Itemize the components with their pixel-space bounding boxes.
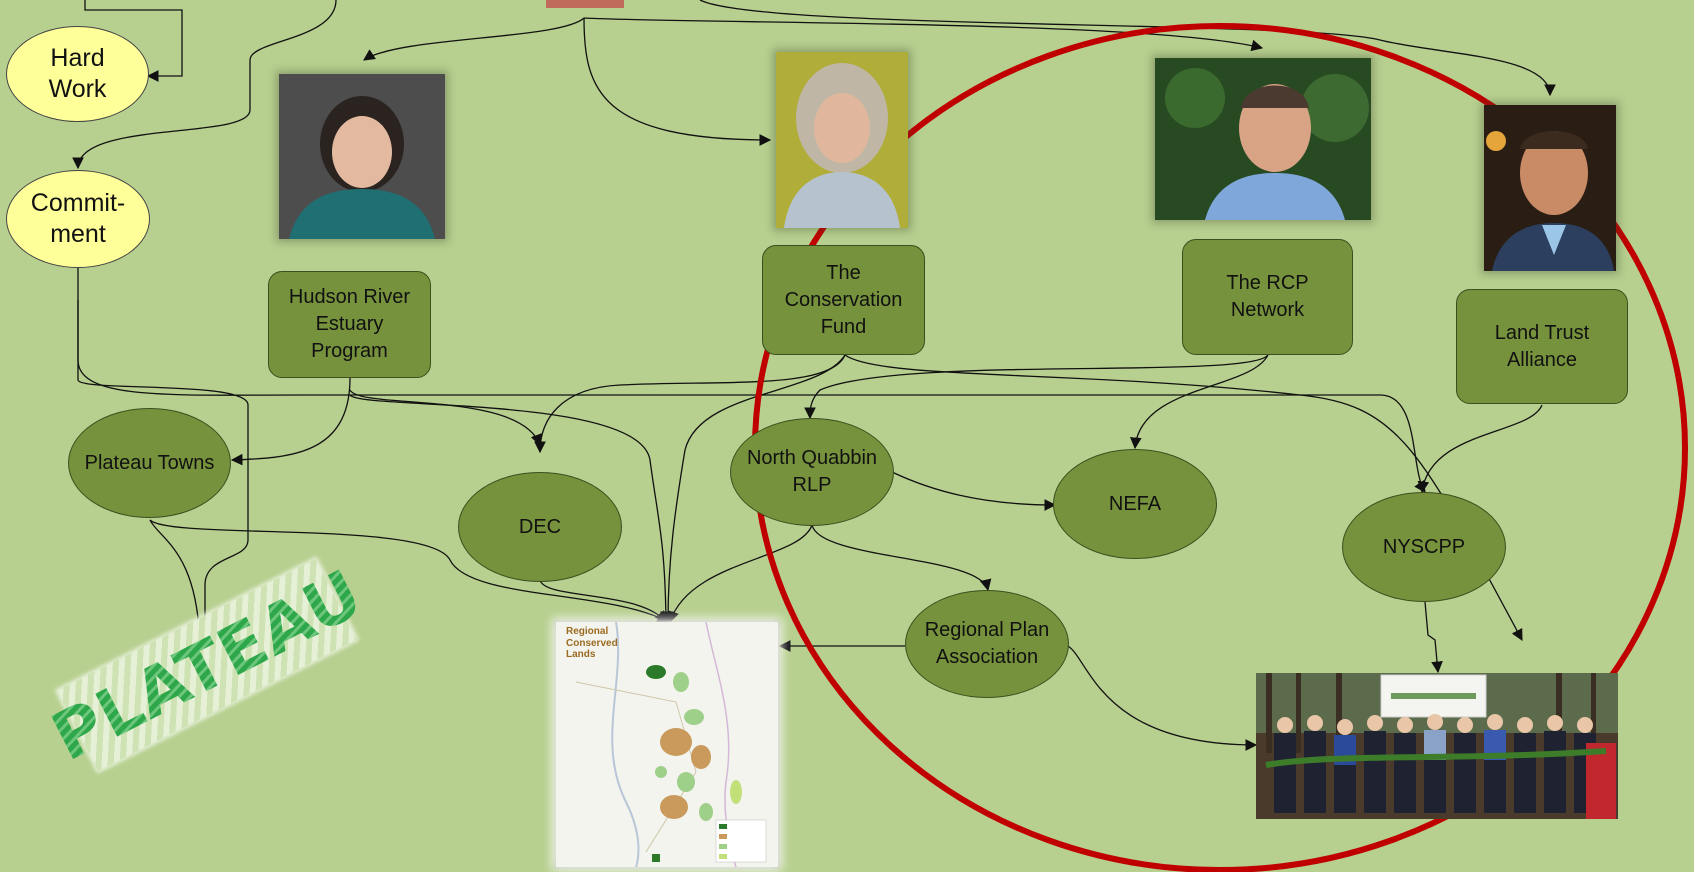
connector-top-to-rcp-photo — [583, 17, 1264, 52]
connector-hudson-to-map — [349, 394, 672, 624]
rpa-line1: Regional Plan — [924, 619, 1050, 641]
node-nefa: NEFA — [1053, 449, 1217, 559]
connector-hudson-to-dec — [349, 389, 542, 447]
photo-woman-dark-hair — [279, 74, 445, 239]
plateau-towns-label: Plateau Towns — [84, 451, 215, 474]
connector-nyscpp-to-ribbon — [1424, 601, 1443, 674]
cf-line2: Conservation — [784, 288, 903, 311]
rcp-line1: The RCP — [1226, 272, 1309, 294]
node-plateau-towns: Plateau Towns — [68, 408, 231, 518]
dec-label: DEC — [518, 515, 562, 538]
connector-nqrlp-to-rpa — [811, 524, 992, 592]
hudson-line3: Program — [311, 340, 388, 362]
node-hard-work-line2: Work — [48, 75, 107, 103]
connector-cf-to-map — [662, 354, 846, 624]
connector-dec-to-map — [539, 579, 667, 623]
rcp-line2: Network — [1230, 299, 1305, 321]
lta-line1: Land Trust — [1494, 321, 1590, 344]
connector-plateau-to-map — [149, 519, 670, 623]
node-dec: DEC — [458, 472, 622, 582]
nqrlp-line1: North Quabbin — [746, 447, 878, 469]
photo-woman-curly-hair — [776, 52, 908, 228]
node-nyscpp: NYSCPP — [1342, 492, 1506, 602]
connector-rcp-to-nefa — [1130, 354, 1269, 450]
nefa-label: NEFA — [1108, 492, 1162, 515]
connector-lta-to-nyscpp — [1417, 404, 1543, 494]
node-rcp-network: The RCP Network — [1182, 239, 1353, 355]
ribbon-cutting-photo — [1256, 673, 1618, 819]
map-graphic — [556, 622, 778, 867]
connector-cf-to-dec — [534, 354, 846, 454]
top-photo-fragment — [546, 0, 624, 8]
cf-line1: The — [826, 261, 861, 284]
map-title: Regional Conserved Lands — [566, 626, 618, 660]
connector-hudson-to-plateau — [230, 377, 351, 466]
photo-man-glasses — [1155, 58, 1371, 220]
node-hard-work-line1: Hard — [50, 43, 105, 72]
node-commitment: Commit-ment — [6, 170, 150, 268]
node-commitment-line1: Commit- — [30, 188, 126, 217]
photo-man-smiling — [1484, 105, 1616, 271]
connector-nqrlp-to-nefa — [891, 471, 1057, 511]
hudson-line2: Estuary — [315, 313, 384, 335]
hudson-line1: Hudson River — [288, 286, 411, 308]
regional-conserved-lands-map: Regional Conserved Lands — [556, 622, 778, 867]
connector-top-to-cf-photo — [583, 17, 772, 146]
connector-commitment-to-nyscpp — [77, 268, 1426, 493]
connector-nqrlp-to-map — [667, 524, 813, 624]
connector-commitment-to-logo — [77, 300, 249, 650]
connector-rcp-to-nqrlp — [804, 354, 1269, 420]
connector-top-to-hardwork — [84, 0, 183, 82]
node-commitment-line2: ment — [50, 220, 106, 248]
lta-line2: Alliance — [1506, 348, 1578, 371]
nqrlp-line2: RLP — [792, 474, 832, 496]
connector-top-to-commitment — [72, 0, 337, 170]
connector-rpa-to-ribbon — [1067, 645, 1258, 751]
nyscpp-label: NYSCPP — [1382, 535, 1466, 558]
rpa-line2: Association — [935, 646, 1039, 668]
connector-top-to-hudson-photo — [363, 17, 585, 61]
cf-line3: Fund — [820, 315, 867, 338]
